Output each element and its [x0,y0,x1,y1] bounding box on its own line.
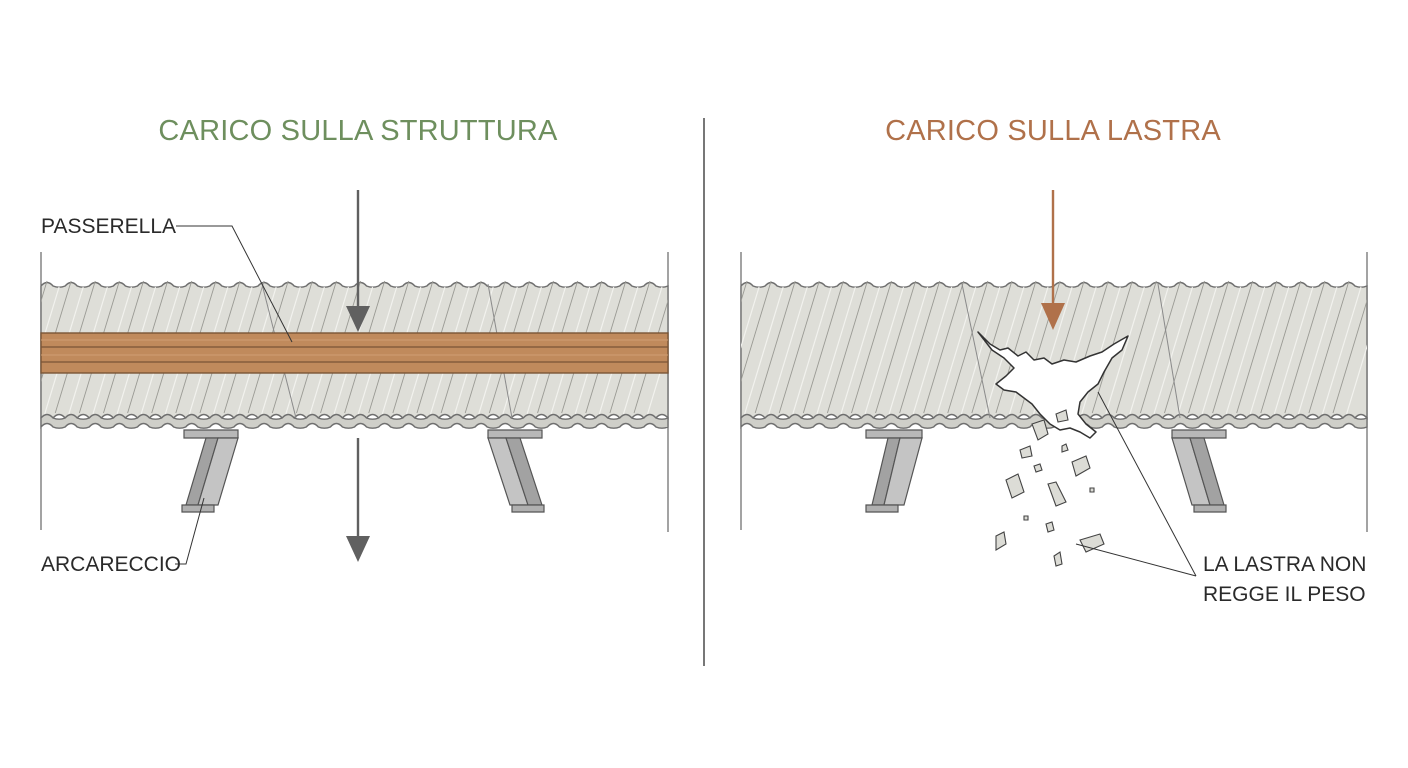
sheet-ridge-line [1284,280,1326,414]
sheet-ridge-line [899,280,941,414]
sheet-highlight-line [790,286,832,420]
sheet-highlight-line [959,286,1001,420]
sheet-highlight-line [935,286,977,420]
left-load-arrow [346,190,370,332]
sheet-highlight-line [742,286,784,420]
sheet-ridge-line [875,280,916,414]
right-load-arrow [1041,190,1065,330]
sheet-highlight-line [1103,286,1145,420]
break-label-line1: LA LASTRA NON [1203,553,1366,576]
sheet-highlight-line [862,286,905,420]
sheet-break-hole [977,331,1129,439]
sheet-ridge-line [802,280,844,414]
left-purlin-2 [487,429,545,513]
left-purlin-1 [181,429,239,513]
sheet-ridge-line [1139,280,1181,414]
right-sheet-seam-2 [1157,283,1181,419]
sheet-ridge-line [923,280,965,414]
sheet-ridge-line [1212,280,1254,414]
left-transmitted-load-arrow [346,438,370,562]
right-purlin-1 [865,429,923,513]
sheet-ridge-line [778,280,820,414]
right-roof-assembly: LA LASTRA NON REGGE IL PESO [740,190,1368,606]
sheet-ridge-line [826,280,868,414]
sheet-ridge-line [851,280,892,414]
sheet-ridge-line [995,280,1037,414]
sheet-ridge-line [1188,280,1229,414]
sheet-highlight-line [741,286,760,349]
right-sheet-ridges [741,280,1367,420]
right-purlin-2 [1171,429,1227,513]
purlin-label: ARCARECCIO [41,553,181,576]
sheet-highlight-line [1175,286,1218,420]
sheet-highlight-line [838,286,881,420]
sheet-ridge-line [1236,280,1278,414]
sheet-ridge-line [1308,280,1350,414]
sheet-highlight-line [1344,344,1367,420]
sheet-ridge-line [1164,280,1205,414]
right-sheet-seam-1 [961,283,991,419]
sheet-highlight-line [1320,286,1362,420]
left-sheet-front-edge [40,413,669,429]
sheet-highlight-line [1151,286,1194,420]
left-panel-title: CARICO SULLA STRUTTURA [158,115,558,147]
purlin-leader-line [175,497,205,565]
walkway-label: PASSERELLA [41,215,176,238]
break-leader-line-2 [1075,543,1197,577]
sheet-ridge-line [947,280,989,414]
sheet-ridge-line [1332,299,1367,414]
sheet-ridge-line [1115,280,1157,414]
break-leader-line-1 [1097,391,1197,577]
sheet-highlight-line [887,286,929,420]
sheet-highlight-line [814,286,856,420]
walkway-leader-line [176,225,293,343]
break-label-line2: REGGE IL PESO [1203,583,1366,606]
sheet-ridge-line [754,280,796,414]
left-roof-assembly: PASSERELLA ARCARECCIO [40,190,669,576]
sheet-ridge-line [741,280,772,382]
sheet-ridge-line [1260,280,1302,414]
sheet-highlight-line [1200,286,1242,420]
sheet-highlight-line [1224,286,1266,420]
sheet-highlight-line [911,286,953,420]
sheet-highlight-line [1248,286,1290,420]
sheet-highlight-line [766,286,808,420]
sheet-highlight-line [1296,286,1338,420]
right-panel-title: CARICO SULLA LASTRA [885,115,1221,147]
falling-fragments [995,409,1105,567]
sheet-highlight-line [1272,286,1314,420]
walkway-plank [40,332,669,374]
sheet-highlight-line [41,286,60,349]
